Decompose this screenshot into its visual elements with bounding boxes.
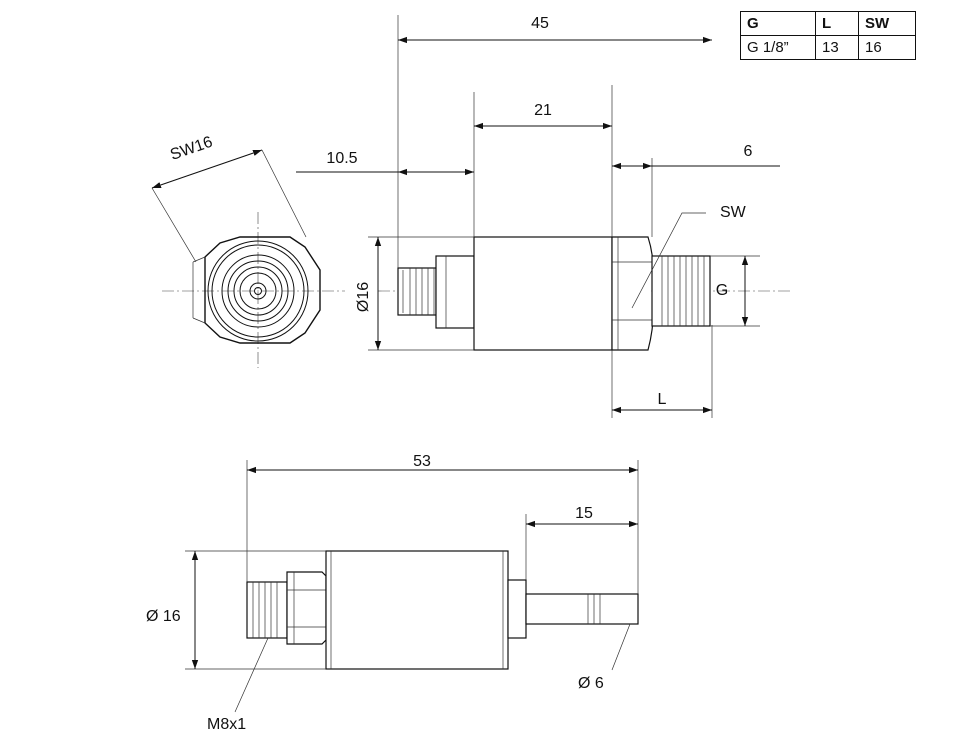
spec-table-row: G 1/8” 13 16 bbox=[740, 35, 916, 60]
probe bbox=[525, 593, 639, 625]
spec-header-l: L bbox=[815, 11, 859, 36]
dim-6-label: 6 bbox=[744, 143, 753, 160]
spec-header-g: G bbox=[740, 11, 816, 36]
dim-dia16-label: Ø16 bbox=[355, 282, 372, 312]
dim-bottom-dia16-label: Ø 16 bbox=[146, 608, 181, 625]
spec-table: G L SW G 1/8” 13 16 bbox=[740, 11, 916, 60]
spec-header-sw: SW bbox=[858, 11, 916, 36]
sw-leader bbox=[631, 212, 706, 309]
top-side-view: 45 21 10.5 6 Ø16 G L SW bbox=[296, 15, 790, 418]
connector-thread bbox=[397, 267, 437, 316]
dim-g-label: G bbox=[716, 282, 728, 299]
dia6-leader bbox=[611, 623, 631, 671]
m8-thread bbox=[246, 581, 288, 639]
dim-dia6-label: Ø 6 bbox=[578, 675, 604, 692]
probe-shoulder bbox=[507, 579, 527, 639]
dim-15-label: 15 bbox=[575, 505, 593, 522]
spec-cell-l: 13 bbox=[815, 35, 859, 60]
sw-label: SW bbox=[720, 204, 747, 221]
dim-53-label: 53 bbox=[413, 453, 431, 470]
dim-l-label: L bbox=[658, 391, 667, 408]
dim-45-label: 45 bbox=[531, 15, 549, 32]
m8-label: M8x1 bbox=[207, 716, 246, 733]
connector-collar bbox=[435, 255, 475, 329]
spec-cell-sw: 16 bbox=[858, 35, 916, 60]
end-view: SW16 bbox=[151, 134, 345, 368]
bottom-collar bbox=[286, 571, 327, 645]
sw16-dimension-line bbox=[151, 149, 263, 189]
dim-21-label: 21 bbox=[534, 102, 552, 119]
spec-table-header-row: G L SW bbox=[740, 11, 916, 36]
dim-10-5-label: 10.5 bbox=[326, 150, 357, 167]
sensor-body bbox=[473, 236, 613, 351]
hex-outline bbox=[204, 236, 321, 344]
bottom-sensor-body bbox=[325, 550, 509, 670]
m8-leader bbox=[234, 637, 269, 713]
spec-cell-g: G 1/8” bbox=[740, 35, 816, 60]
g-thread bbox=[651, 255, 711, 327]
bottom-side-view: 53 15 Ø 16 Ø 6 M8x1 bbox=[146, 453, 639, 733]
sw16-label: SW16 bbox=[168, 134, 215, 164]
